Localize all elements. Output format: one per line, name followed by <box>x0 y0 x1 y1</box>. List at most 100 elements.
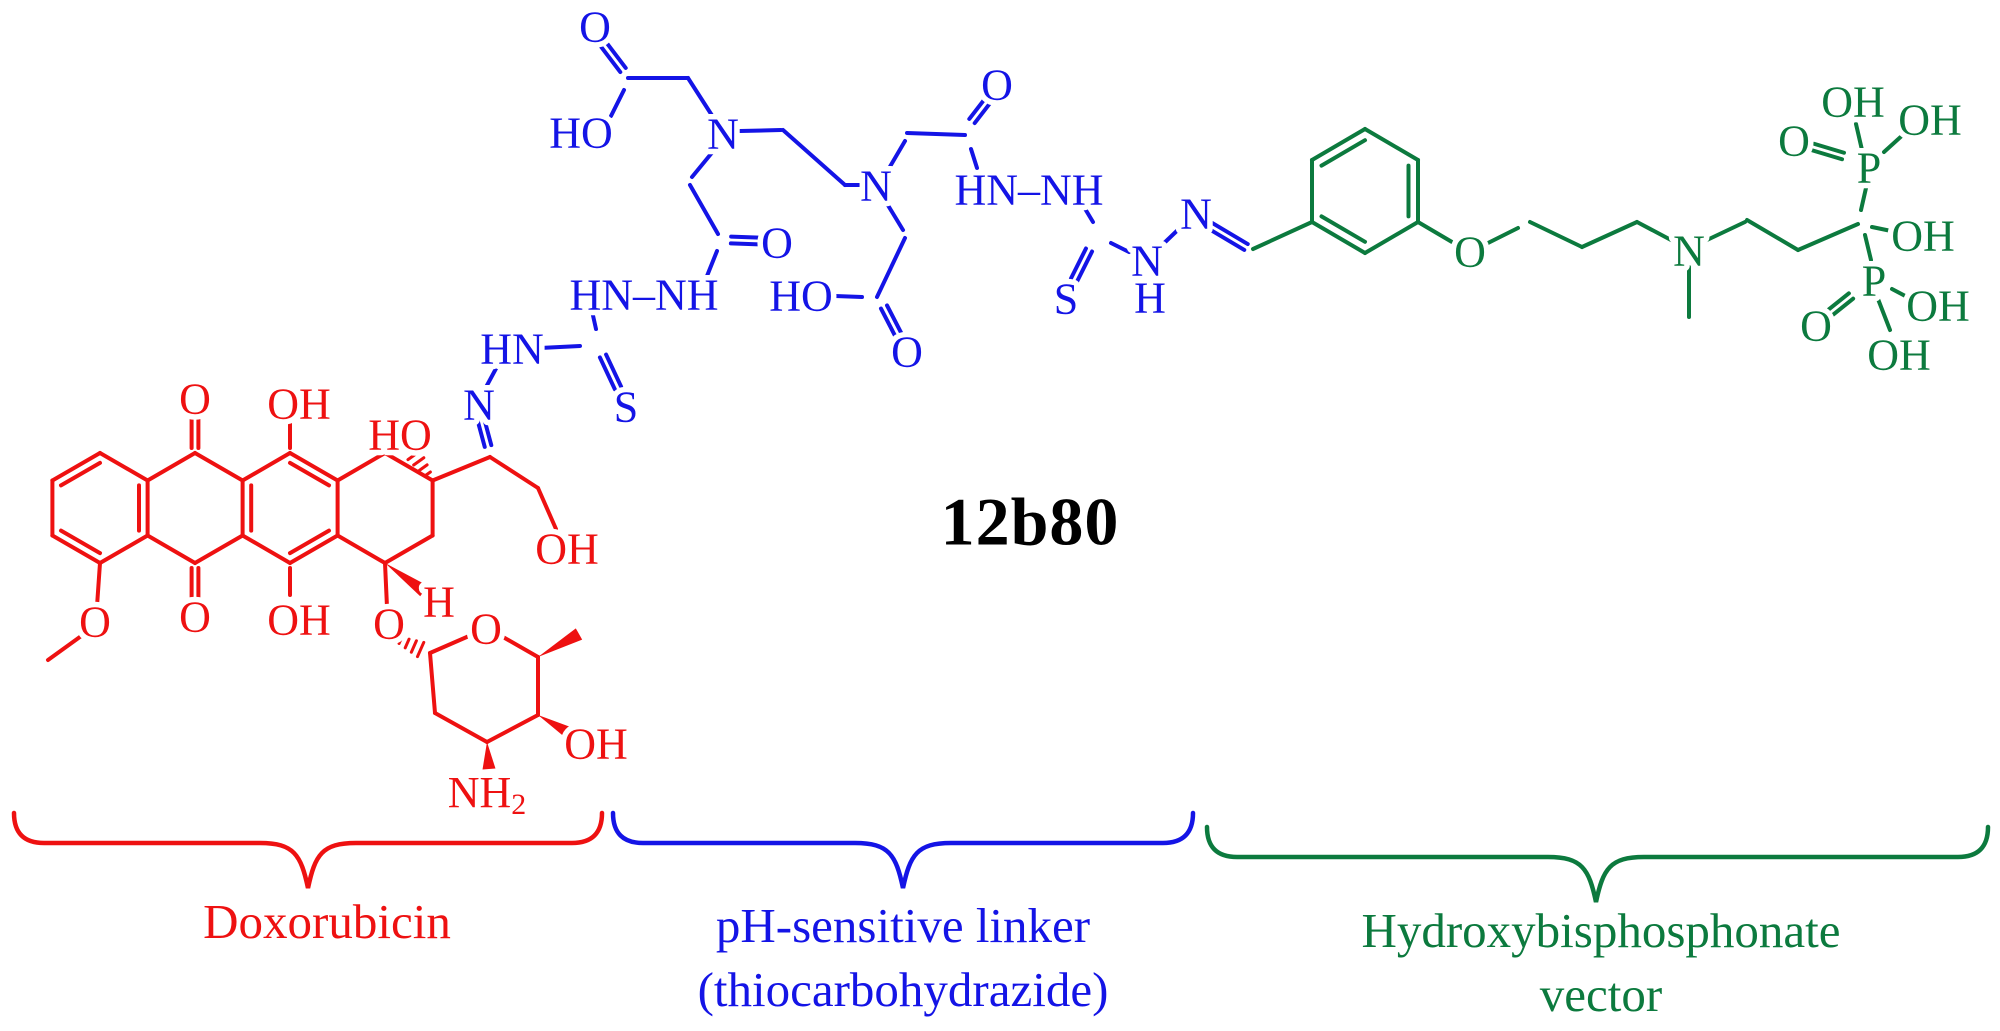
bond <box>433 711 489 744</box>
atom-label: O <box>579 3 611 52</box>
linker-brace <box>610 810 1196 889</box>
atom-label: O <box>1454 228 1486 277</box>
bond <box>193 533 245 565</box>
bond <box>781 128 847 187</box>
bond <box>240 533 292 565</box>
bond <box>1859 186 1868 212</box>
bond <box>430 455 492 483</box>
bond <box>875 236 907 299</box>
bond <box>50 533 102 565</box>
double-bond <box>597 355 617 392</box>
bond <box>905 131 967 137</box>
bond <box>609 88 626 118</box>
caption-vector: Hydroxybisphosphonate vector <box>1361 899 1840 1027</box>
bond <box>886 139 907 172</box>
bond <box>483 361 501 391</box>
atom-label: N <box>860 162 892 211</box>
double-bond <box>1826 291 1851 312</box>
bond <box>1705 220 1747 242</box>
bond <box>428 651 437 715</box>
atom-label: S <box>614 383 638 432</box>
atom-label: HN–NH <box>569 271 718 320</box>
double-bond <box>967 94 989 121</box>
caption-doxorubicin: Doxorubicin <box>203 890 451 954</box>
atom-label: OH <box>267 596 331 645</box>
double-bond <box>1810 148 1845 162</box>
bond <box>1363 127 1420 162</box>
bond <box>335 451 387 483</box>
hash-bond <box>406 449 423 462</box>
atom-label: O <box>373 600 405 649</box>
double-bond <box>1068 246 1088 281</box>
atom-label: OH <box>535 525 599 574</box>
double-bond <box>885 303 906 339</box>
atom-label: OH <box>564 720 628 769</box>
bond <box>1882 131 1907 154</box>
bond <box>288 533 340 565</box>
bond <box>690 147 717 179</box>
double-bond <box>482 417 494 448</box>
double-bond <box>604 352 624 389</box>
bond <box>1876 297 1892 332</box>
caption-vector-line1: Hydroxybisphosphonate <box>1361 903 1841 958</box>
bond <box>488 455 540 490</box>
double-bond <box>599 45 623 75</box>
atom-label: OH <box>1906 282 1970 331</box>
bond <box>59 528 102 556</box>
bond <box>1363 220 1420 255</box>
hash-bond <box>417 463 429 472</box>
hash-bond <box>412 456 426 467</box>
atom-label: N <box>1673 227 1705 276</box>
bond <box>1310 127 1367 162</box>
bond <box>1796 222 1860 252</box>
bond <box>145 533 197 565</box>
bond <box>590 309 598 331</box>
hash-bond <box>403 637 411 650</box>
bond <box>1528 220 1584 249</box>
wedge-bond <box>385 563 428 597</box>
compound-title: 12b80 <box>940 483 1120 560</box>
hash-bond <box>423 470 432 478</box>
double-bond <box>972 99 994 126</box>
bond <box>969 147 979 170</box>
atom-label: H <box>423 578 455 627</box>
double-bond <box>604 40 628 70</box>
doxorubicin-brace <box>11 810 605 889</box>
wedge-bond <box>538 628 583 657</box>
bond <box>688 183 720 236</box>
bond <box>1745 218 1800 252</box>
bond <box>1580 220 1639 249</box>
double-bond <box>1075 249 1095 284</box>
bond <box>335 533 387 565</box>
bond <box>1854 122 1864 152</box>
double-bond <box>729 234 762 240</box>
atom-label: OH <box>1867 331 1931 380</box>
bond <box>1890 287 1913 301</box>
atom-label: O <box>470 605 502 654</box>
atom-label: O <box>79 598 111 647</box>
atom-label: HO <box>549 109 613 158</box>
atom-label: OH <box>267 380 331 429</box>
double-bond <box>728 241 761 247</box>
bond <box>288 460 331 488</box>
hash-bond <box>409 639 418 654</box>
atom-label: O <box>981 61 1013 110</box>
hash-bond <box>415 640 426 659</box>
atom-label: N <box>1131 237 1163 286</box>
bond <box>686 76 715 119</box>
wedge-bond <box>482 742 496 770</box>
bond <box>59 460 102 488</box>
caption-linker: pH-sensitive linker (thiocarbohydrazide) <box>698 894 1109 1022</box>
bond <box>1158 223 1185 249</box>
caption-vector-line2: vector <box>1539 967 1663 1022</box>
double-bond <box>1831 296 1856 317</box>
double-bond <box>1811 141 1846 155</box>
atom-label: O <box>1800 302 1832 351</box>
atom-label: H <box>1134 274 1166 323</box>
hash-bond <box>397 636 404 645</box>
bond <box>288 451 340 483</box>
atom-label: N <box>463 381 495 430</box>
bond <box>383 533 435 565</box>
